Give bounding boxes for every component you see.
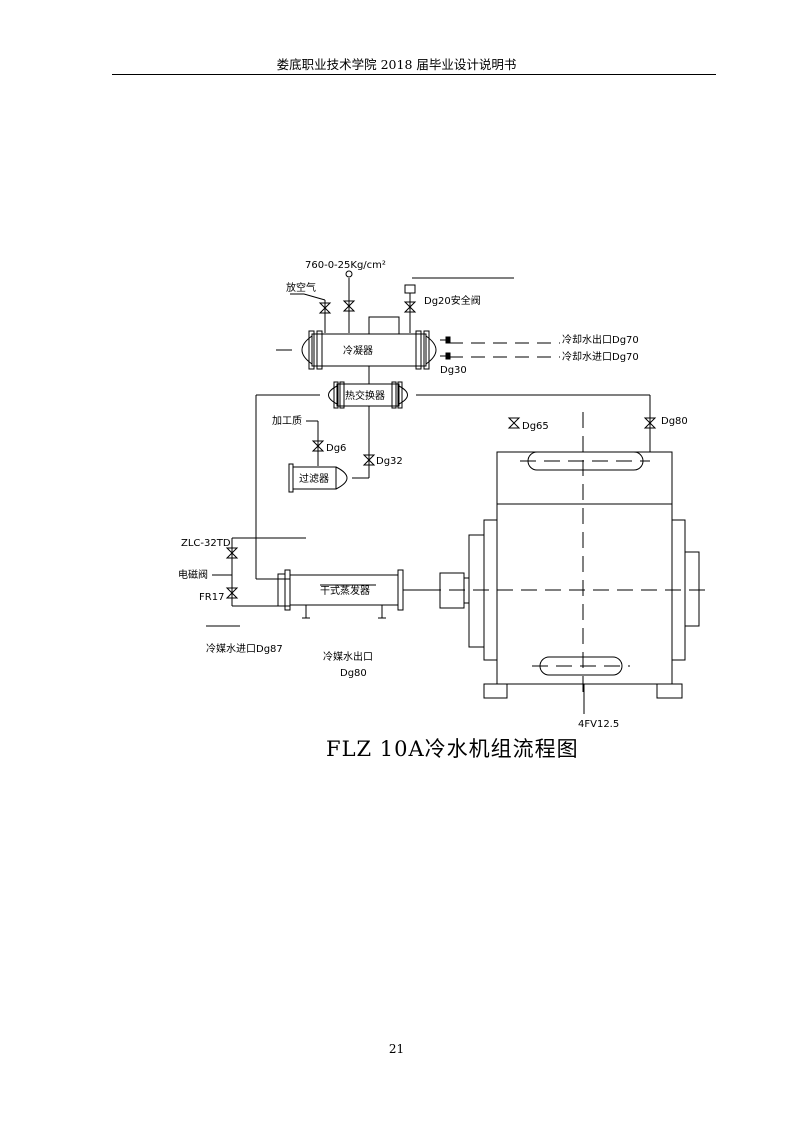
label-chilled-water-out: 冷媒水出口 bbox=[323, 650, 373, 663]
label-filter: 过滤器 bbox=[299, 472, 329, 485]
label-safety-valve: Dg20安全阀 bbox=[424, 294, 481, 307]
compressor-unit bbox=[439, 451, 700, 714]
heat-exchanger-vessel bbox=[328, 381, 408, 409]
filter-vessel bbox=[288, 463, 348, 493]
label-solenoid-valve: 电磁阀 bbox=[178, 568, 208, 581]
centre-lines bbox=[425, 412, 710, 700]
label-dg80-top: Dg80 bbox=[661, 416, 688, 427]
label-air-vent: 放空气 bbox=[286, 281, 316, 294]
label-dg32: Dg32 bbox=[376, 456, 403, 467]
label-fr17: FR17 bbox=[199, 592, 224, 603]
cooling-water-lines bbox=[449, 342, 560, 358]
condenser-vessel bbox=[301, 316, 437, 370]
label-evaporator: 干式蒸发器 bbox=[320, 584, 370, 597]
page-number: 21 bbox=[388, 1042, 405, 1056]
label-dg80-bottom: Dg80 bbox=[340, 668, 367, 679]
label-afv: 4FV12.5 bbox=[578, 719, 619, 730]
label-chilled-water-in: 冷媒水进口Dg87 bbox=[206, 642, 283, 655]
label-condenser: 冷凝器 bbox=[343, 344, 373, 357]
label-refrigerant-charge: 加工质 bbox=[272, 415, 302, 427]
label-dg65: Dg65 bbox=[522, 421, 549, 432]
label-cooling-water-in: 冷却水进口Dg70 bbox=[562, 350, 639, 363]
label-cooling-water-out: 冷却水出口Dg70 bbox=[562, 333, 639, 346]
expansion-valve-stack bbox=[212, 537, 306, 607]
diagram-caption: FLZ 10A冷水机组流程图 bbox=[326, 737, 579, 761]
label-heat-exchanger: 热交换器 bbox=[345, 389, 385, 402]
header-rule bbox=[112, 74, 716, 75]
label-dg30: Dg30 bbox=[440, 365, 467, 376]
label-dg6: Dg6 bbox=[326, 443, 346, 454]
label-zlc: ZLC-32TD bbox=[181, 538, 231, 549]
page-header: 娄底职业技术学院 2018 届毕业设计说明书 bbox=[276, 57, 517, 72]
condenser-top-valves bbox=[290, 270, 417, 333]
label-pressure-gauge: 760-0-25Kg/cm² bbox=[305, 260, 386, 271]
